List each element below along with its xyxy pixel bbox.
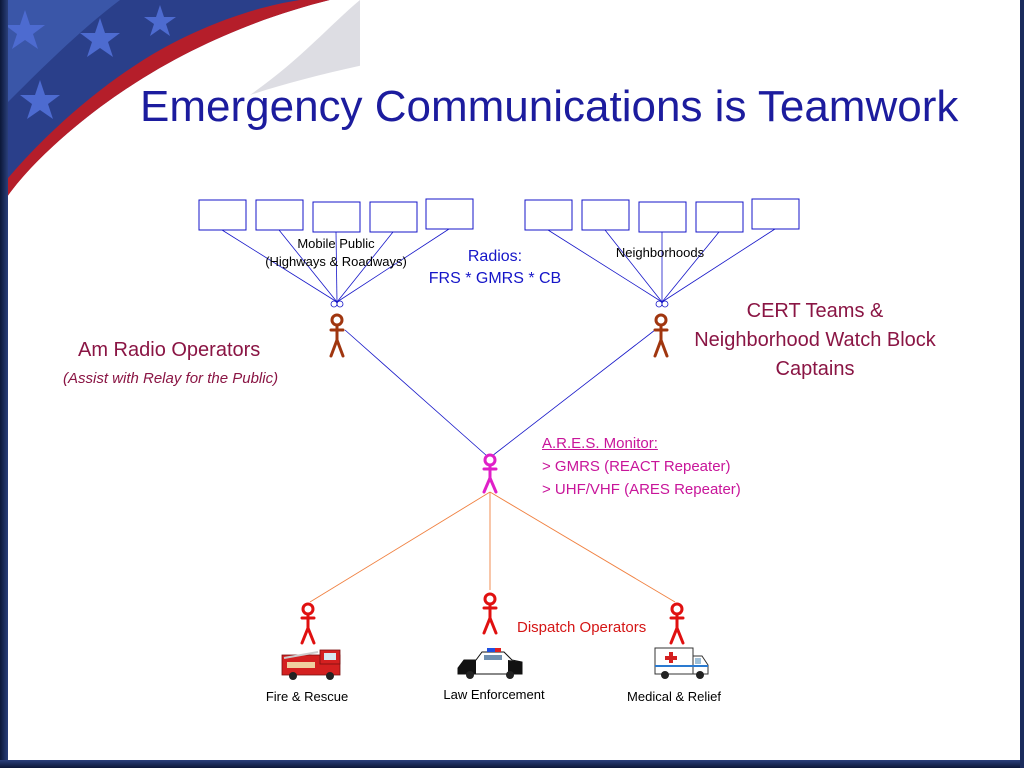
medical-relief-label: Medical & Relief xyxy=(627,689,721,704)
neighborhoods-label: Neighborhoods xyxy=(615,245,705,260)
dispatch-operators-label: Dispatch Operators xyxy=(517,619,647,636)
cert-line-3: Captains xyxy=(775,358,855,380)
neighborhood-links xyxy=(547,228,776,303)
fire-dispatcher-figure xyxy=(300,602,316,645)
ares-monitor-figure xyxy=(482,453,498,494)
am-radio-title: Am Radio Operators xyxy=(78,339,261,361)
cert-label: CERT Teams & Neighborhood Watch Block Ca… xyxy=(680,297,950,384)
ares-monitor-label: A.R.E.S. Monitor: > GMRS (REACT Repeater… xyxy=(542,432,741,501)
mobile-public-line-1: Mobile Public xyxy=(297,236,375,251)
frame-left xyxy=(0,0,8,768)
mobile-public-label: Mobile Public (Highways & Roadways) xyxy=(256,235,416,271)
mobile-public-line-2: (Highways & Roadways) xyxy=(265,254,407,269)
am-radio-operator-figure xyxy=(329,313,345,358)
ares-line-1: > GMRS (REACT Repeater) xyxy=(542,458,731,475)
am-radio-subtitle: (Assist with Relay for the Public) xyxy=(63,370,279,387)
cert-figure xyxy=(653,313,669,358)
law-enforcement-label: Law Enforcement xyxy=(443,687,545,702)
police-car-icon xyxy=(457,648,523,679)
cert-line-1: CERT Teams & xyxy=(746,300,884,322)
fire-rescue-label: Fire & Rescue xyxy=(265,689,349,704)
ares-line-2: > UHF/VHF (ARES Repeater) xyxy=(542,481,741,498)
medical-dispatcher-figure xyxy=(669,602,685,645)
frame-bottom xyxy=(0,760,1024,768)
ambulance-icon xyxy=(654,647,709,679)
mobile-public-boxes xyxy=(198,198,474,233)
law-dispatcher-figure xyxy=(482,592,498,635)
radios-line-2: FRS * GMRS * CB xyxy=(428,270,562,287)
radios-line-1: Radios: xyxy=(467,248,523,265)
frame-right xyxy=(1020,0,1024,768)
ares-heading: A.R.E.S. Monitor: xyxy=(542,435,658,452)
ares-links xyxy=(344,329,656,457)
cert-line-2: Neighborhood Watch Block xyxy=(694,329,936,351)
radios-label: Radios: FRS * GMRS * CB xyxy=(415,246,575,290)
fire-truck-icon xyxy=(281,649,341,680)
flag-corner-decoration xyxy=(0,0,360,200)
mobile-public-links xyxy=(221,228,450,303)
neighborhood-boxes xyxy=(524,198,800,233)
dispatch-links xyxy=(309,491,676,603)
slide-title: Emergency Communications is Teamwork xyxy=(140,82,959,131)
star-icons xyxy=(5,5,176,119)
